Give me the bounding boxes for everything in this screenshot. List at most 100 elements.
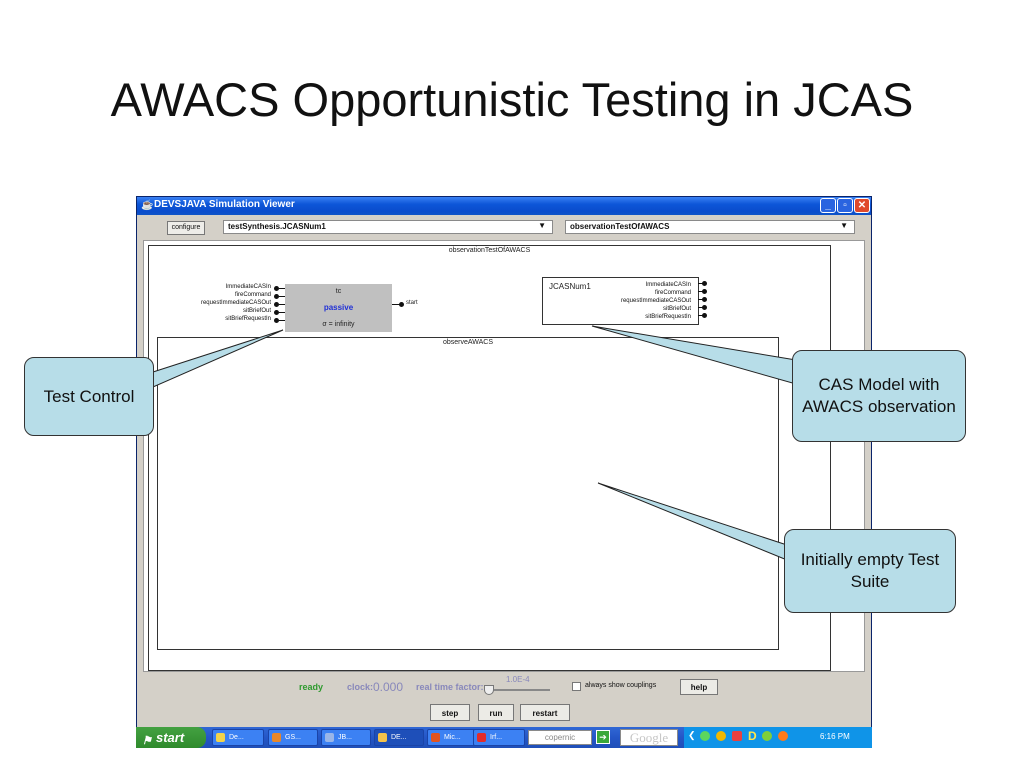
tray-app-icon[interactable] xyxy=(732,731,742,741)
tray-app-icon[interactable] xyxy=(778,731,788,741)
port-dot[interactable] xyxy=(399,302,404,307)
minimize-button[interactable]: _ xyxy=(820,198,836,213)
folder-icon xyxy=(216,733,225,742)
start-button[interactable]: ⚑ start xyxy=(136,727,206,748)
port-dot[interactable] xyxy=(702,305,707,310)
model-combo-value: observationTestOfAWACS xyxy=(570,222,670,231)
test-suite-callout: Initially empty Test Suite xyxy=(784,529,956,613)
restart-button[interactable]: restart xyxy=(520,704,570,721)
rtf-slider-thumb[interactable] xyxy=(484,685,494,695)
powerpoint-icon xyxy=(431,733,440,742)
model-canvas: observationTestOfAWACS tc passive σ = in… xyxy=(143,240,865,672)
jcas-port-label: sitBriefRequestIn xyxy=(645,314,691,320)
jcas-port-label: fireCommand xyxy=(654,290,691,296)
system-tray: ❮ D 6:16 PM xyxy=(684,727,872,748)
taskbar-item[interactable]: GS... xyxy=(268,729,318,746)
google-search-input[interactable]: Google xyxy=(620,729,678,746)
model-combo[interactable]: observationTestOfAWACS ▼ xyxy=(565,220,855,234)
real-time-factor-value: 1.0E-4 xyxy=(506,675,530,684)
tray-app-icon[interactable] xyxy=(716,731,726,741)
help-button[interactable]: help xyxy=(680,679,718,695)
control-bar: ready clock: 0.000 real time factor: 1.0… xyxy=(137,675,871,723)
port-dot[interactable] xyxy=(702,297,707,302)
package-combo-value: testSynthesis.JCASNum1 xyxy=(228,222,326,231)
copernic-search-input[interactable]: copernic xyxy=(528,730,592,745)
close-button[interactable]: ✕ xyxy=(854,198,870,213)
port-dot[interactable] xyxy=(702,281,707,286)
jcas-port-label: requestImmediateCASOut xyxy=(620,298,691,304)
tc-port-label: requestImmediateCASOut xyxy=(200,300,271,306)
irfanview-icon xyxy=(477,733,486,742)
test-control-callout: Test Control xyxy=(24,357,154,436)
cas-model-callout: CAS Model with AWACS observation xyxy=(792,350,966,442)
chevron-down-icon[interactable]: ▼ xyxy=(840,221,848,230)
tc-name: tc xyxy=(335,288,342,295)
always-show-couplings-label: always show couplings xyxy=(585,682,657,689)
chevron-left-icon[interactable]: ❮ xyxy=(688,730,696,740)
tc-atomic-model[interactable]: tc passive σ = infinity xyxy=(285,284,392,332)
window-titlebar[interactable]: ☕ DEVSJAVA Simulation Viewer _ ▫ ✕ xyxy=(137,197,871,215)
port-line xyxy=(698,299,703,300)
taskbar-item[interactable]: Mic... xyxy=(427,729,477,746)
port-dot[interactable] xyxy=(274,302,279,307)
slide-title: AWACS Opportunistic Testing in JCAS xyxy=(110,73,914,126)
test-control-pointer xyxy=(152,329,284,388)
taskbar-item-label: DE... xyxy=(391,734,407,741)
port-line xyxy=(279,296,285,297)
step-button[interactable]: step xyxy=(430,704,470,721)
outer-model-label: observationTestOfAWACS xyxy=(448,247,531,254)
outer-coupled-model[interactable]: observationTestOfAWACS tc passive σ = in… xyxy=(148,245,831,671)
port-dot[interactable] xyxy=(274,310,279,315)
jcas-name: JCASNum1 xyxy=(549,282,591,291)
test-suite-pointer xyxy=(597,482,788,561)
window-title: DEVSJAVA Simulation Viewer xyxy=(154,199,295,210)
port-dot[interactable] xyxy=(274,294,279,299)
windows-flag-icon: ⚑ xyxy=(142,735,152,747)
taskbar-item[interactable]: De... xyxy=(212,729,264,746)
always-show-couplings-checkbox[interactable] xyxy=(572,682,581,691)
port-line xyxy=(698,315,703,316)
run-button[interactable]: run xyxy=(478,704,514,721)
tc-port-label: fireCommand xyxy=(234,292,271,298)
taskbar-item-active[interactable]: DE... xyxy=(374,729,424,746)
clock-value: 0.000 xyxy=(373,680,404,694)
configure-button[interactable]: configure xyxy=(167,221,205,235)
taskbar-item[interactable]: JB... xyxy=(321,729,371,746)
taskbar-item-label: Mic... xyxy=(444,734,461,741)
go-arrow-icon[interactable]: ➔ xyxy=(596,730,610,744)
port-dot[interactable] xyxy=(274,318,279,323)
chevron-down-icon[interactable]: ▼ xyxy=(538,221,546,230)
port-line xyxy=(279,312,285,313)
jbuilder-icon xyxy=(325,733,334,742)
package-combo[interactable]: testSynthesis.JCASNum1 ▼ xyxy=(223,220,553,234)
port-dot[interactable] xyxy=(702,313,707,318)
firefox-icon xyxy=(272,733,281,742)
port-line xyxy=(279,288,285,289)
tc-sigma: σ = infinity xyxy=(322,321,355,328)
port-dot[interactable] xyxy=(274,286,279,291)
tc-port-label: sitBriefOut xyxy=(242,308,271,314)
java-app-icon: ☕ xyxy=(141,200,154,211)
jcas-atomic-model[interactable]: JCASNum1 ImmediateCASIn fireCommand requ… xyxy=(542,277,699,325)
taskbar-item-label: De... xyxy=(229,734,244,741)
observe-awacs-model[interactable]: observeAWACS xyxy=(157,337,779,650)
tray-app-icon[interactable] xyxy=(700,731,710,741)
port-line xyxy=(698,307,703,308)
tray-d-icon[interactable]: D xyxy=(748,729,757,743)
taskbar-item-label: JB... xyxy=(338,734,353,741)
java-icon xyxy=(378,733,387,742)
port-line xyxy=(279,304,285,305)
start-label: start xyxy=(156,730,185,745)
rtf-slider-track[interactable] xyxy=(484,689,550,691)
tray-app-icon[interactable] xyxy=(762,731,772,741)
port-line xyxy=(698,291,703,292)
taskbar-item[interactable]: Irf... xyxy=(473,729,525,746)
clock-time: 6:16 PM xyxy=(820,732,850,741)
inner-model-label: observeAWACS xyxy=(442,339,494,346)
port-line xyxy=(392,304,400,305)
port-dot[interactable] xyxy=(702,289,707,294)
tc-output-port-label: start xyxy=(406,300,418,306)
port-line xyxy=(698,283,703,284)
maximize-button[interactable]: ▫ xyxy=(837,198,853,213)
jcas-port-label: ImmediateCASIn xyxy=(645,282,691,288)
